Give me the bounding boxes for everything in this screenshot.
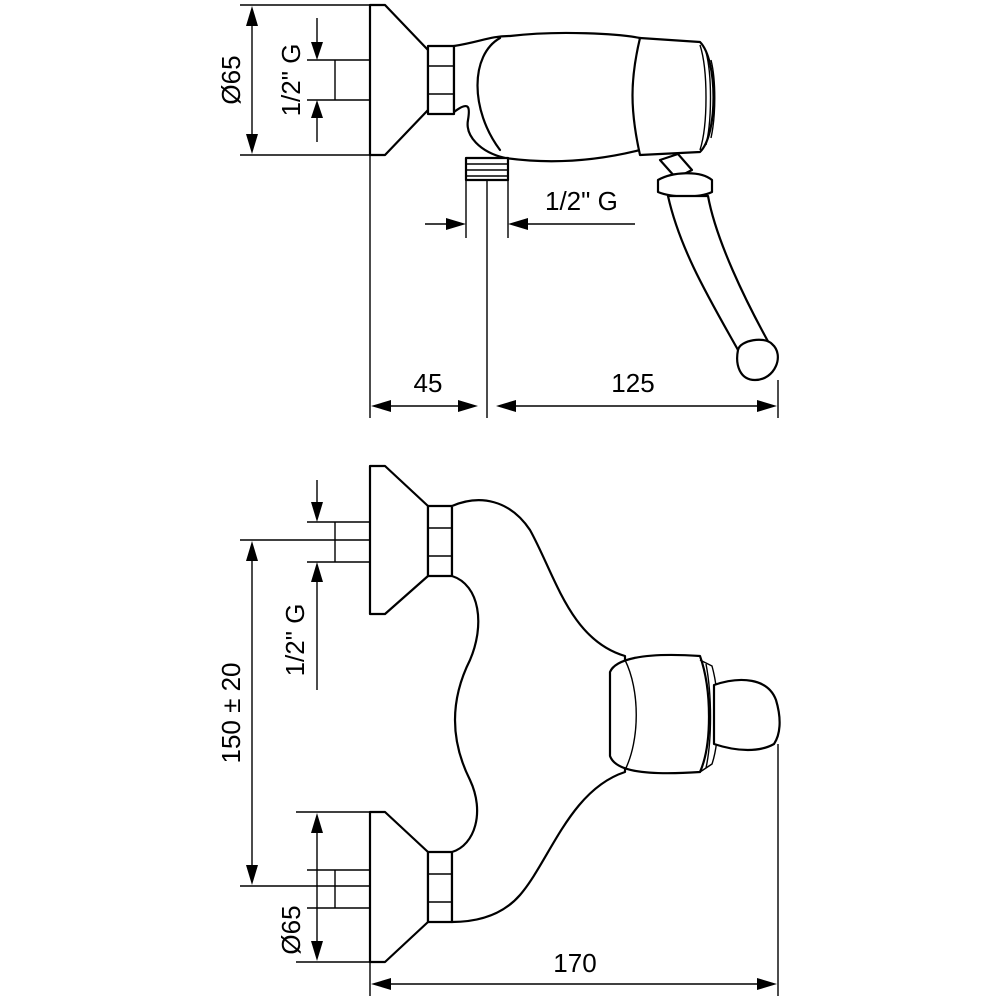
- front-view-lower-nut: [426, 850, 454, 924]
- side-view-outlet-thread-dimension: 1/2" G: [425, 186, 635, 230]
- front-view-thread-label: 1/2" G: [280, 604, 310, 677]
- side-view: Ø65 1/2" G 1/2" G: [216, 3, 779, 418]
- side-view-thread-label: 1/2" G: [276, 44, 306, 117]
- side-view-dim-45: 45: [414, 368, 443, 398]
- front-view-width-dimension: 170: [369, 744, 779, 996]
- front-view-knob: [712, 678, 781, 752]
- side-view-thread-dimension: 1/2" G: [276, 18, 323, 142]
- side-view-cartridge: [631, 36, 715, 157]
- front-view-cartridge: [608, 653, 711, 775]
- side-view-dia-label: Ø65: [216, 55, 246, 104]
- front-view-body: [450, 499, 627, 924]
- front-view-dim-150: 150 ± 20: [216, 662, 246, 763]
- front-view-centers-dimension: 150 ± 20: [216, 539, 370, 887]
- front-view-upper-flange: [368, 464, 430, 616]
- side-view-depth-dimensions: 45 125: [369, 155, 779, 418]
- front-view-diameter-dimension: Ø65: [276, 811, 370, 963]
- side-view-lever: [656, 152, 779, 382]
- side-view-inlet-nut: [426, 44, 456, 116]
- front-view-upper-nut: [426, 504, 454, 578]
- side-view-flange: [368, 3, 430, 157]
- front-view-thread-dimension: 1/2" G: [280, 480, 323, 690]
- side-view-outlet: [464, 156, 510, 238]
- side-view-outlet-thread-label: 1/2" G: [545, 186, 618, 216]
- front-view-dim-170: 170: [553, 948, 596, 978]
- front-view-dia-label: Ø65: [276, 905, 306, 954]
- front-view-lower-flange: [368, 810, 430, 964]
- side-view-diameter-dimension: Ø65: [216, 4, 370, 156]
- front-view: 1/2" G 150 ± 20 Ø65 170: [216, 464, 781, 996]
- side-view-body: [452, 31, 642, 163]
- side-view-dim-125: 125: [611, 368, 654, 398]
